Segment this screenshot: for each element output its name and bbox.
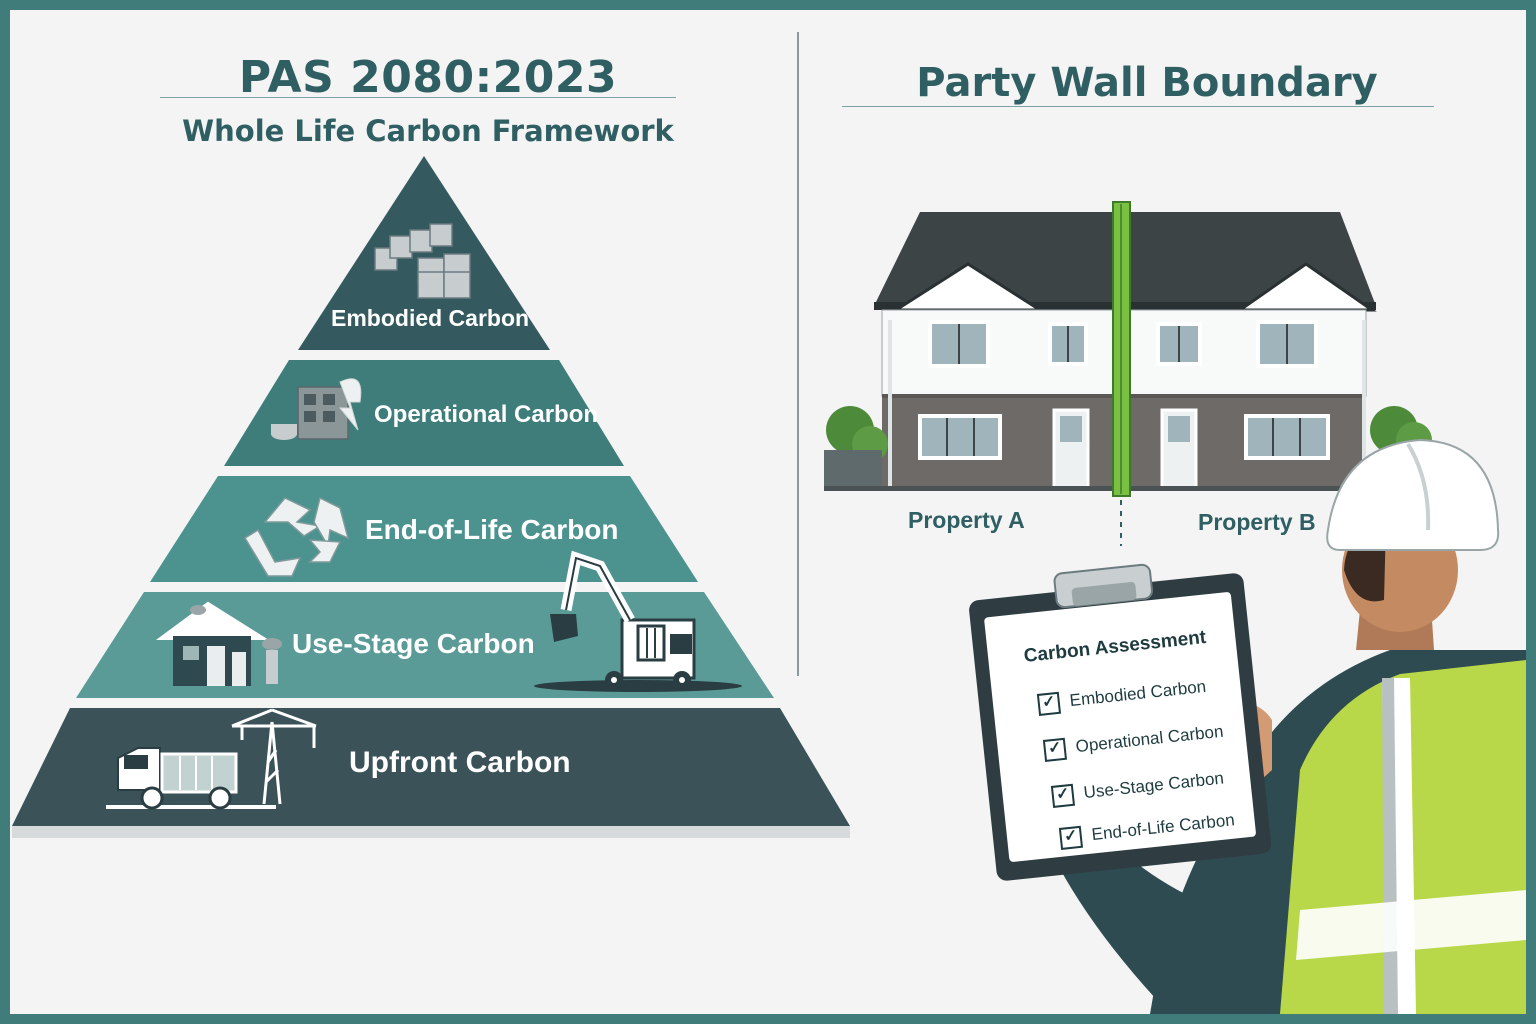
property-b-label: Property B <box>1198 509 1316 535</box>
section-divider <box>797 32 799 676</box>
tier-label-embodied: Embodied Carbon <box>331 305 530 331</box>
clipboard <box>969 563 1272 881</box>
framework-title: PAS 2080:2023 <box>238 52 618 103</box>
title-divider-left <box>160 97 676 98</box>
checkbox-checked-icon: ✓ <box>1058 825 1084 850</box>
checkbox-checked-icon: ✓ <box>1042 737 1068 762</box>
checkbox-checked-icon: ✓ <box>1036 691 1062 716</box>
truck-crane-icon <box>106 708 317 810</box>
framework-subtitle: Whole Life Carbon Framework <box>182 114 674 148</box>
infographic-canvas: PAS 2080:2023 Whole Life Carbon Framewor… <box>10 10 1526 1014</box>
pyramid-tier-embodied <box>298 156 550 350</box>
checkbox-checked-icon: ✓ <box>1050 783 1076 808</box>
title-divider-right <box>842 106 1434 107</box>
excavator-icon <box>534 550 742 692</box>
diagram-graphics <box>12 156 1526 1014</box>
building-energy-icon <box>271 378 362 440</box>
semi-detached-house <box>824 201 1432 546</box>
tier-label-end-of-life: End-of-Life Carbon <box>365 514 619 545</box>
building-blocks-icon <box>374 223 471 299</box>
tier-label-use-stage: Use-Stage Carbon <box>292 628 535 659</box>
tier-label-operational: Operational Carbon <box>374 401 599 428</box>
property-a-label: Property A <box>908 507 1025 533</box>
pyramid <box>12 156 850 838</box>
party-wall-title: Party Wall Boundary <box>916 60 1378 106</box>
recycle-icon <box>243 496 350 577</box>
house-icon <box>155 601 282 686</box>
tier-label-upfront: Upfront Carbon <box>349 746 571 779</box>
